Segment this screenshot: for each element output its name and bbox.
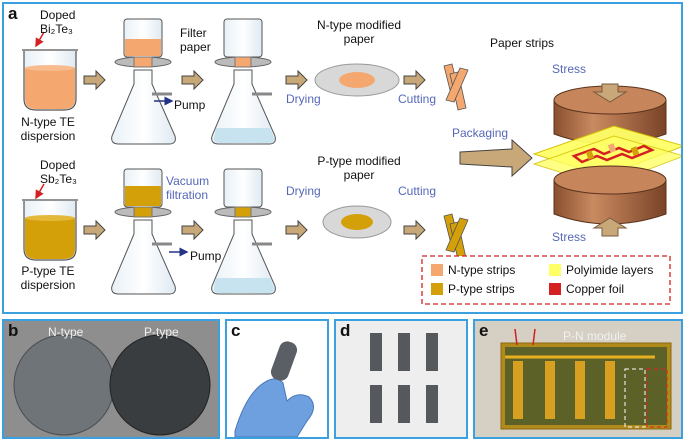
panel-b-photo	[4, 321, 218, 437]
n-type-dispersion-line2: dispersion	[20, 129, 76, 143]
p-type-modified-line2: paper	[343, 168, 375, 182]
n-type-dispersion-line1: N-type TE	[21, 115, 75, 129]
vacuum-filtration-line1: Vacuum	[166, 174, 210, 188]
vacuum-filtration-line2: filtration	[166, 188, 209, 202]
n-type-disk	[13, 334, 115, 436]
p-type-dispersion-line1: P-type TE	[21, 264, 75, 278]
compound-bi2te3: Bi₂Te₃	[40, 22, 73, 36]
filtration-flask-p-1	[111, 168, 176, 295]
legend-swatch-p	[431, 283, 443, 295]
doped-label-bottom: Doped	[40, 158, 76, 172]
p-type-disk	[109, 334, 211, 436]
stress-arrow-bottom	[592, 217, 628, 237]
n-type-modified-line2: paper	[343, 32, 375, 46]
te-device-stack	[532, 83, 681, 237]
p-type-paper-strips	[443, 213, 469, 261]
panel-label-a: a	[8, 4, 18, 23]
stress-arrow-top	[592, 83, 628, 103]
b-n-type-label: N-type	[48, 325, 84, 339]
process-arrows-top	[83, 69, 426, 91]
stress-label-bottom: Stress	[552, 230, 587, 244]
p-type-dispersion-line2: dispersion	[20, 278, 76, 292]
legend-label-polyimide: Polyimide layers	[566, 263, 654, 277]
legend-label-p: P-type strips	[448, 282, 515, 296]
panel-label-b: b	[8, 321, 19, 340]
panel-label-e: e	[479, 321, 489, 340]
drying-label-top: Drying	[286, 92, 321, 106]
legend-label-n: N-type strips	[448, 263, 516, 277]
legend-swatch-copper	[549, 283, 561, 295]
p-type-paper-disk	[322, 205, 392, 239]
panel-c-photo	[227, 321, 327, 437]
panel-d-photo	[336, 321, 466, 437]
beaker-p-type	[22, 199, 78, 261]
legend-swatch-n	[431, 264, 443, 276]
filtration-flask-p-2	[211, 168, 276, 295]
doped-label-top: Doped	[40, 8, 76, 22]
n-type-paper-strips	[443, 63, 469, 111]
red-arrow-bottom	[35, 183, 45, 200]
legend-label-copper: Copper foil	[566, 282, 625, 296]
n-type-modified-line1: N-type modified	[316, 18, 402, 32]
legend-box	[421, 255, 671, 305]
beaker-n-type	[22, 49, 78, 111]
stress-label-top: Stress	[552, 62, 587, 76]
filtration-flask-n-1	[111, 18, 176, 145]
panel-e-photo	[475, 321, 681, 437]
panel-label-d: d	[340, 321, 351, 340]
p-type-modified-line1: P-type modified	[317, 154, 401, 168]
filter-paper-line1: Filter	[180, 26, 207, 40]
panel-e: e P-N module	[473, 319, 683, 439]
drying-label-bottom: Drying	[286, 184, 321, 198]
pn-module-label: P-N module	[563, 329, 627, 343]
panel-a-diagram	[22, 18, 681, 305]
filtration-flask-n-2	[211, 18, 276, 145]
panel-d: d	[334, 319, 468, 439]
compound-sb2te3: Sb₂Te₃	[40, 172, 77, 186]
packaging-label: Packaging	[452, 126, 509, 140]
n-type-paper-disk	[314, 63, 400, 97]
filter-paper-line2: paper	[180, 40, 211, 54]
red-arrow-top	[35, 31, 45, 48]
b-p-type-label: P-type	[144, 325, 179, 339]
cutting-label-top: Cutting	[398, 92, 437, 106]
panel-b: b N-type P-type	[2, 319, 220, 439]
process-arrows-bottom	[83, 219, 426, 241]
legend-swatch-polyimide	[549, 264, 561, 276]
panel-label-c: c	[231, 321, 241, 340]
paper-strips-label: Paper strips	[490, 36, 555, 50]
pump-label-bottom: Pump	[190, 249, 222, 263]
panel-c: c	[225, 319, 329, 439]
packaging-arrow	[459, 138, 533, 178]
cutting-label-bottom: Cutting	[398, 184, 437, 198]
panel-a: a	[2, 2, 683, 314]
pump-label-top: Pump	[174, 98, 206, 112]
